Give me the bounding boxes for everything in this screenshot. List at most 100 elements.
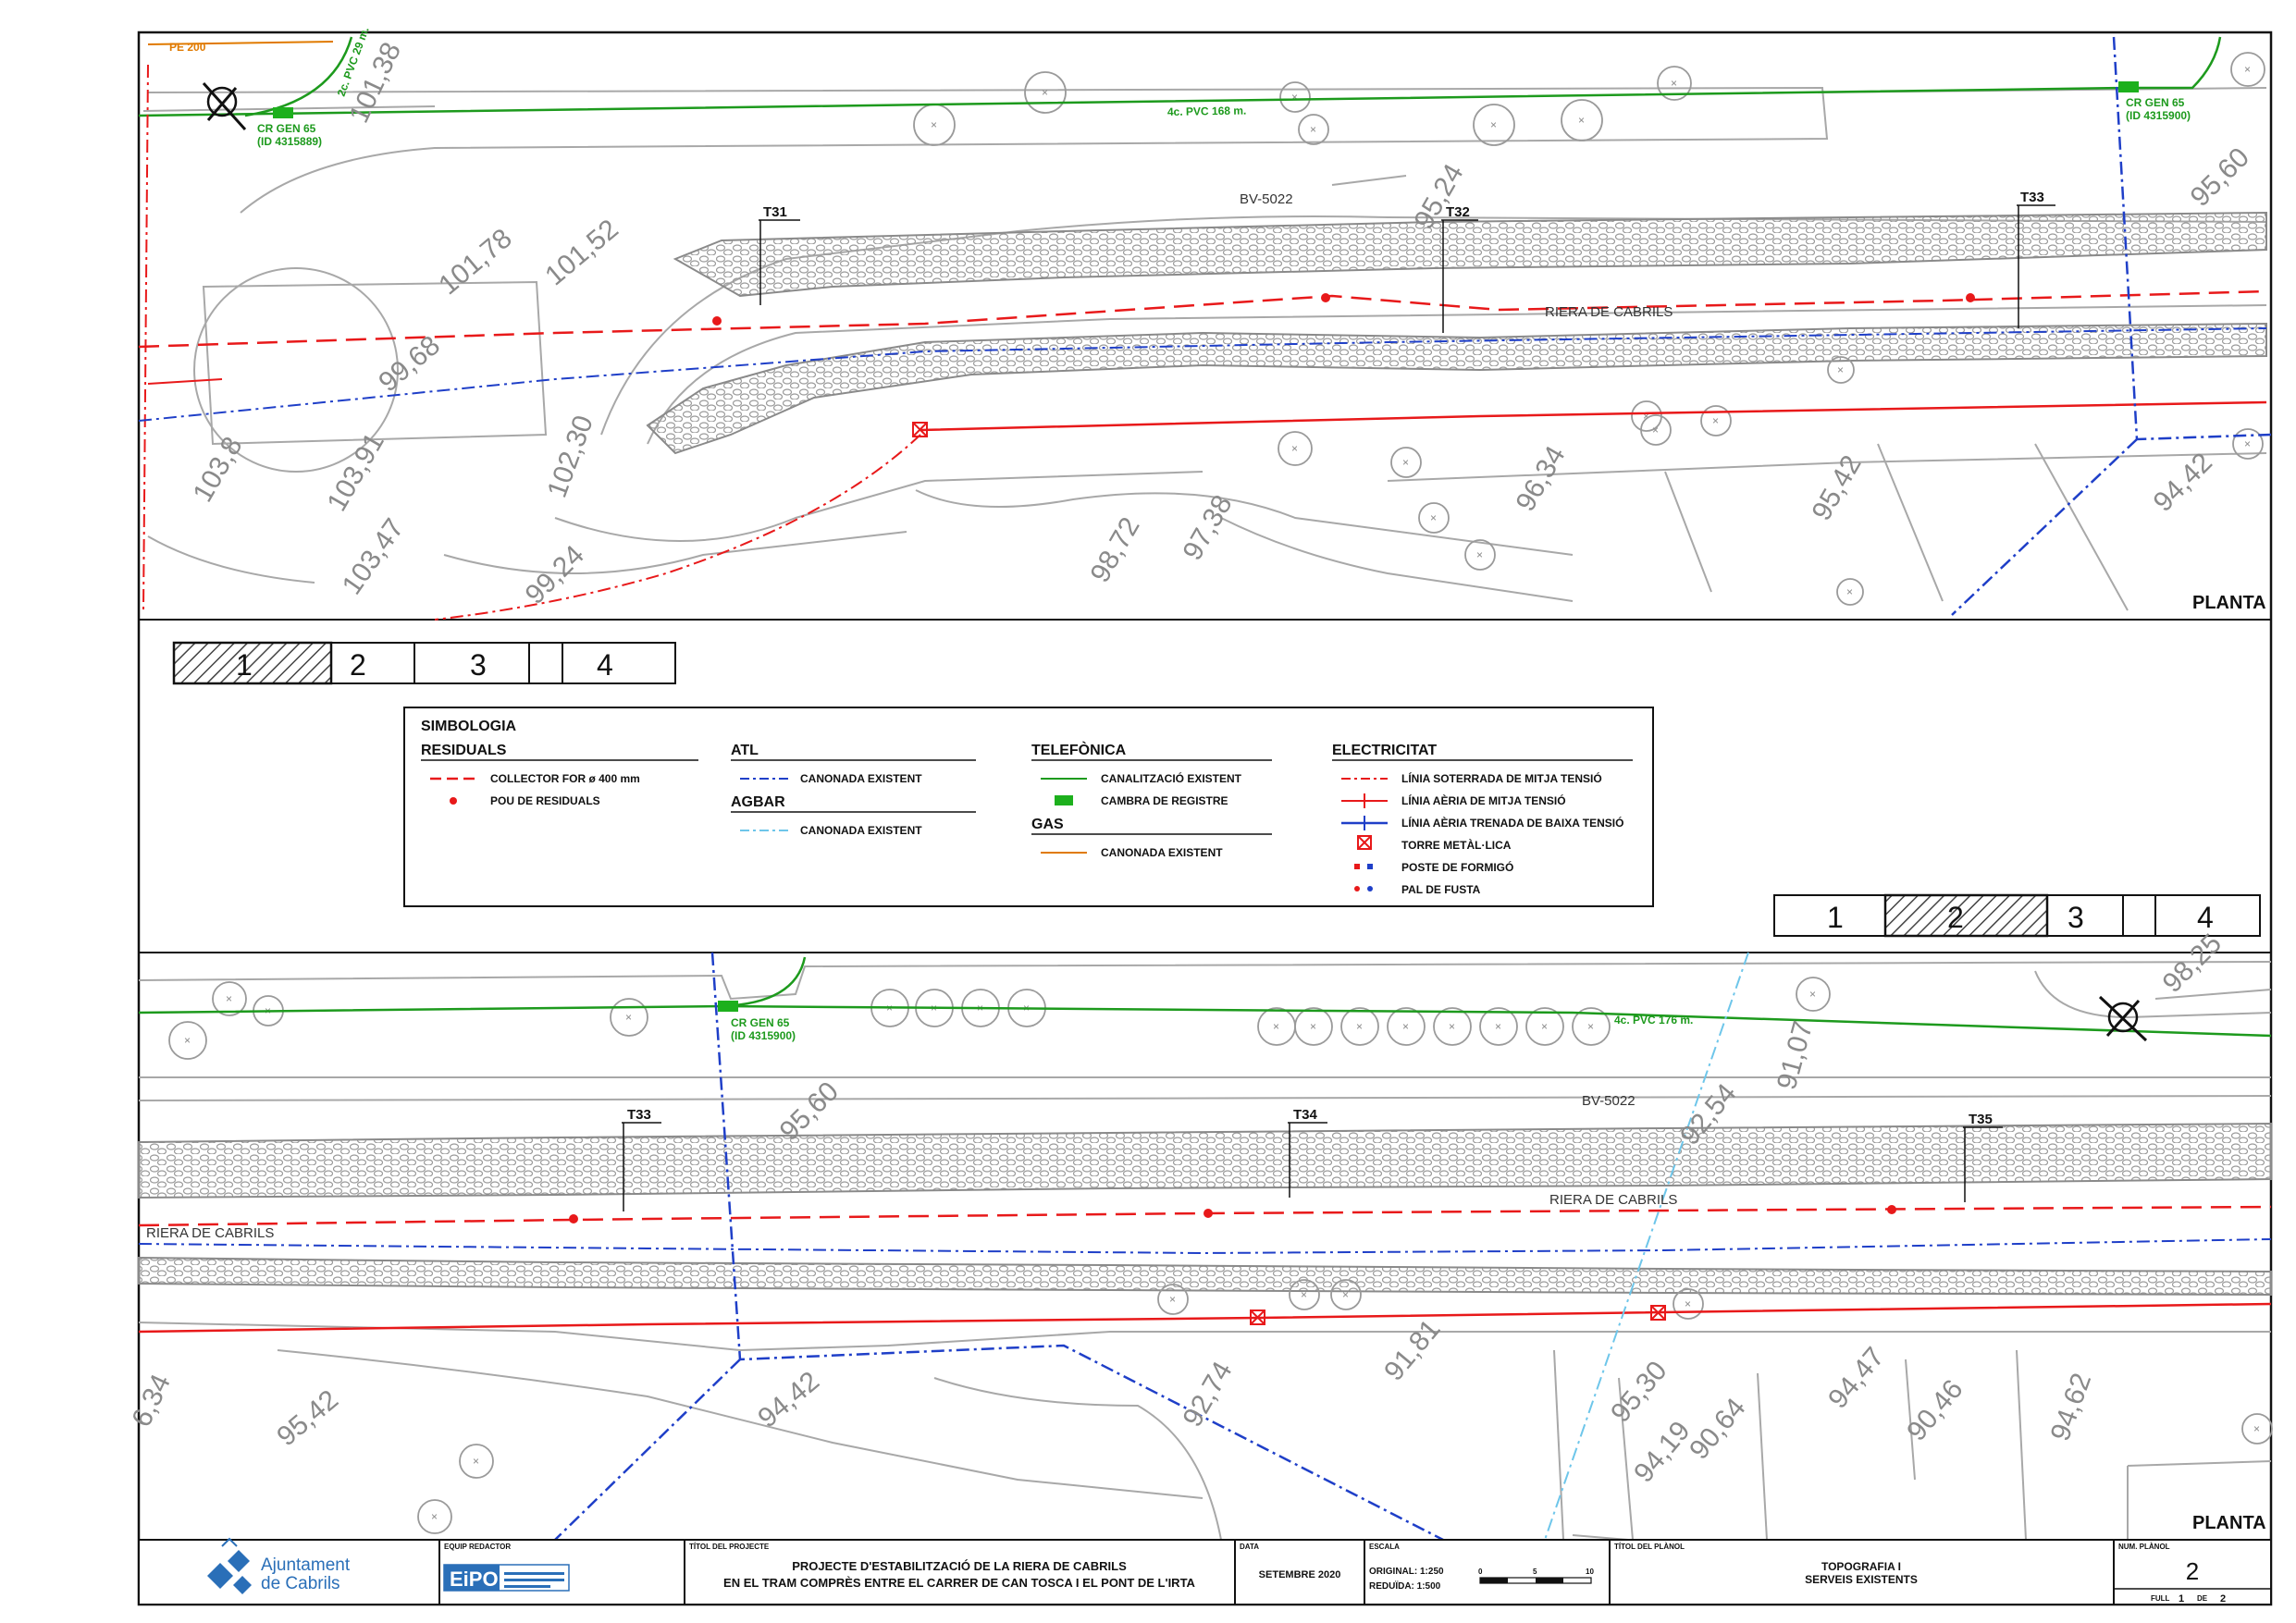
- elevation-label: 95,60: [2185, 142, 2255, 213]
- elevation-label: 98,72: [1084, 512, 1145, 588]
- tree: ×: [1289, 1279, 1320, 1310]
- chamber-id: (ID 4315889): [257, 135, 322, 148]
- tree: ×: [1525, 1007, 1564, 1046]
- tree: ×: [1464, 539, 1496, 571]
- elevation-label: 94,19: [1628, 1416, 1697, 1489]
- svg-text:×: ×: [1846, 585, 1853, 598]
- client-name-line2: de Cabrils: [261, 1574, 340, 1593]
- tree: ×: [1433, 1007, 1472, 1046]
- bottom-tower-labels: T33 T34 T35: [622, 1107, 2003, 1211]
- scale-tick: 0: [1478, 1568, 1483, 1576]
- elevation-label: 101,78: [433, 223, 518, 301]
- svg-text:×: ×: [1310, 1020, 1316, 1033]
- bottom-lowtension-2: [554, 1359, 741, 1541]
- svg-text:×: ×: [1310, 123, 1316, 136]
- bottom-mt-aerial: [138, 1302, 2272, 1334]
- tree: ×: [168, 1021, 207, 1060]
- svg-text:×: ×: [1291, 442, 1298, 455]
- svg-text:×: ×: [1476, 548, 1483, 561]
- tree: ×: [1340, 1007, 1379, 1046]
- top-sewer-line: [138, 289, 2267, 349]
- chamber-id: (ID 4315900): [2126, 109, 2191, 122]
- sheet-num: 1: [2179, 1593, 2184, 1605]
- legend-item: LÍNIA AÈRIA DE MITJA TENSIÓ: [1401, 793, 1566, 807]
- elevation-label: 95,42: [271, 1384, 344, 1453]
- legend-item: CANONADA EXISTENT: [1101, 846, 1223, 859]
- tree: ×: [1298, 114, 1329, 145]
- top-atl-line: [138, 327, 2267, 422]
- bottom-agbar-line: [1544, 952, 1749, 1541]
- tree: ×: [1572, 1007, 1611, 1046]
- top-sheet-label: PLANTA: [2192, 593, 2266, 613]
- elevation-label: 102,30: [542, 412, 599, 502]
- legend-box: [403, 707, 1654, 907]
- svg-text:×: ×: [1671, 77, 1677, 90]
- top-utilities: [138, 36, 2272, 621]
- svg-text:×: ×: [1356, 1020, 1363, 1033]
- chamber-name: CR GEN 65: [257, 122, 316, 135]
- project-title-line1: PROJECTE D'ESTABILITZACIÓ DE LA RIERA DE…: [792, 1559, 1127, 1573]
- top-mt-underground: [147, 378, 223, 385]
- top-pe-label: PE 200: [169, 41, 206, 54]
- scale-reduced: REDUÏDA: 1:500: [1369, 1580, 1441, 1592]
- bottom-utilities: [138, 952, 2272, 1542]
- top-conduit-label: 4c. PVC 168 m.: [1167, 105, 1247, 118]
- tree: ×: [1024, 71, 1067, 114]
- legend-item: TORRE METÀL·LICA: [1401, 838, 1512, 852]
- top-chamber-right: [2118, 81, 2139, 92]
- tower-label: T31: [763, 204, 787, 220]
- sheet-total: 2: [2220, 1593, 2226, 1605]
- svg-text:×: ×: [1809, 988, 1816, 1001]
- legend-head-agbar: AGBAR: [731, 794, 785, 810]
- bottom-trees: × × × × × × × × × × × × × × × × × × × × …: [168, 977, 2273, 1534]
- bottom-north-arrow: [2098, 995, 2148, 1042]
- svg-text:×: ×: [1712, 414, 1719, 427]
- legend-item: LÍNIA AÈRIA TRENADA DE BAIXA TENSIÓ: [1401, 816, 1623, 830]
- legend-item: CAMBRA DE REGISTRE: [1101, 794, 1228, 807]
- bottom-sheet-label: PLANTA: [2192, 1513, 2266, 1533]
- tree: ×: [1257, 1007, 1296, 1046]
- scale-tick: 5: [1533, 1568, 1537, 1576]
- svg-text:×: ×: [473, 1455, 479, 1468]
- elevation-label: 99,68: [373, 330, 446, 399]
- top-plan-border: [138, 31, 2272, 621]
- keyplan-cell: 3: [470, 648, 487, 682]
- bottom-plan: × × × × × × × × × × × × × × × × × × × × …: [126, 928, 2273, 1542]
- svg-text:×: ×: [1643, 410, 1649, 423]
- tree: ×: [2241, 1413, 2273, 1445]
- date-value: SETEMBRE 2020: [1259, 1569, 1341, 1580]
- top-chamber-left: [273, 107, 293, 118]
- svg-text:×: ×: [184, 1034, 191, 1047]
- top-tower-labels: T31 T32 T33: [759, 190, 2055, 333]
- tree: ×: [1479, 1007, 1518, 1046]
- keyplan-top: 1 2 3 4: [172, 641, 676, 685]
- legend-head-atl: ATL: [731, 743, 759, 758]
- top-road-label: BV-5022: [1240, 191, 1293, 207]
- scale-original: ORIGINAL: 1:250: [1369, 1567, 1444, 1577]
- plan-num-label: NUM. PLÀNOL: [2118, 1543, 2170, 1551]
- team-label: EQUIP REDACTOR: [444, 1543, 511, 1551]
- elevation-label: 94,42: [2148, 448, 2218, 518]
- tower-label: T33: [627, 1107, 651, 1123]
- bottom-riverbed: [138, 1122, 2272, 1297]
- svg-text:×: ×: [1042, 86, 1048, 99]
- keyplan-cell: 4: [597, 648, 613, 682]
- elevation-label: 98,25: [2157, 928, 2228, 999]
- elevation-label: 95,30: [1605, 1356, 1673, 1429]
- tree: ×: [610, 998, 648, 1037]
- legend-item: COLLECTOR FOR ø 400 mm: [490, 772, 640, 785]
- svg-text:×: ×: [1291, 91, 1298, 104]
- svg-text:×: ×: [226, 992, 232, 1005]
- sheet-full-label: FULL: [2151, 1594, 2170, 1603]
- elevation-label: 94,42: [752, 1366, 825, 1434]
- elevation-label: 103,47: [337, 513, 411, 600]
- bottom-river-label-right: RIERA DE CABRILS: [1549, 1192, 1677, 1208]
- top-plan: × × × × × × × × × × × × × × × × × ×: [138, 25, 2272, 621]
- tree: ×: [1279, 81, 1311, 113]
- keyplan-cell: 2: [1947, 901, 1964, 934]
- top-sewer-manhole: [1966, 293, 1975, 302]
- tree: ×: [1390, 447, 1422, 478]
- top-mt-aerial: [920, 400, 2267, 432]
- elevation-label: 90,64: [1684, 1393, 1752, 1466]
- elevation-label: 94,62: [2045, 1370, 2098, 1445]
